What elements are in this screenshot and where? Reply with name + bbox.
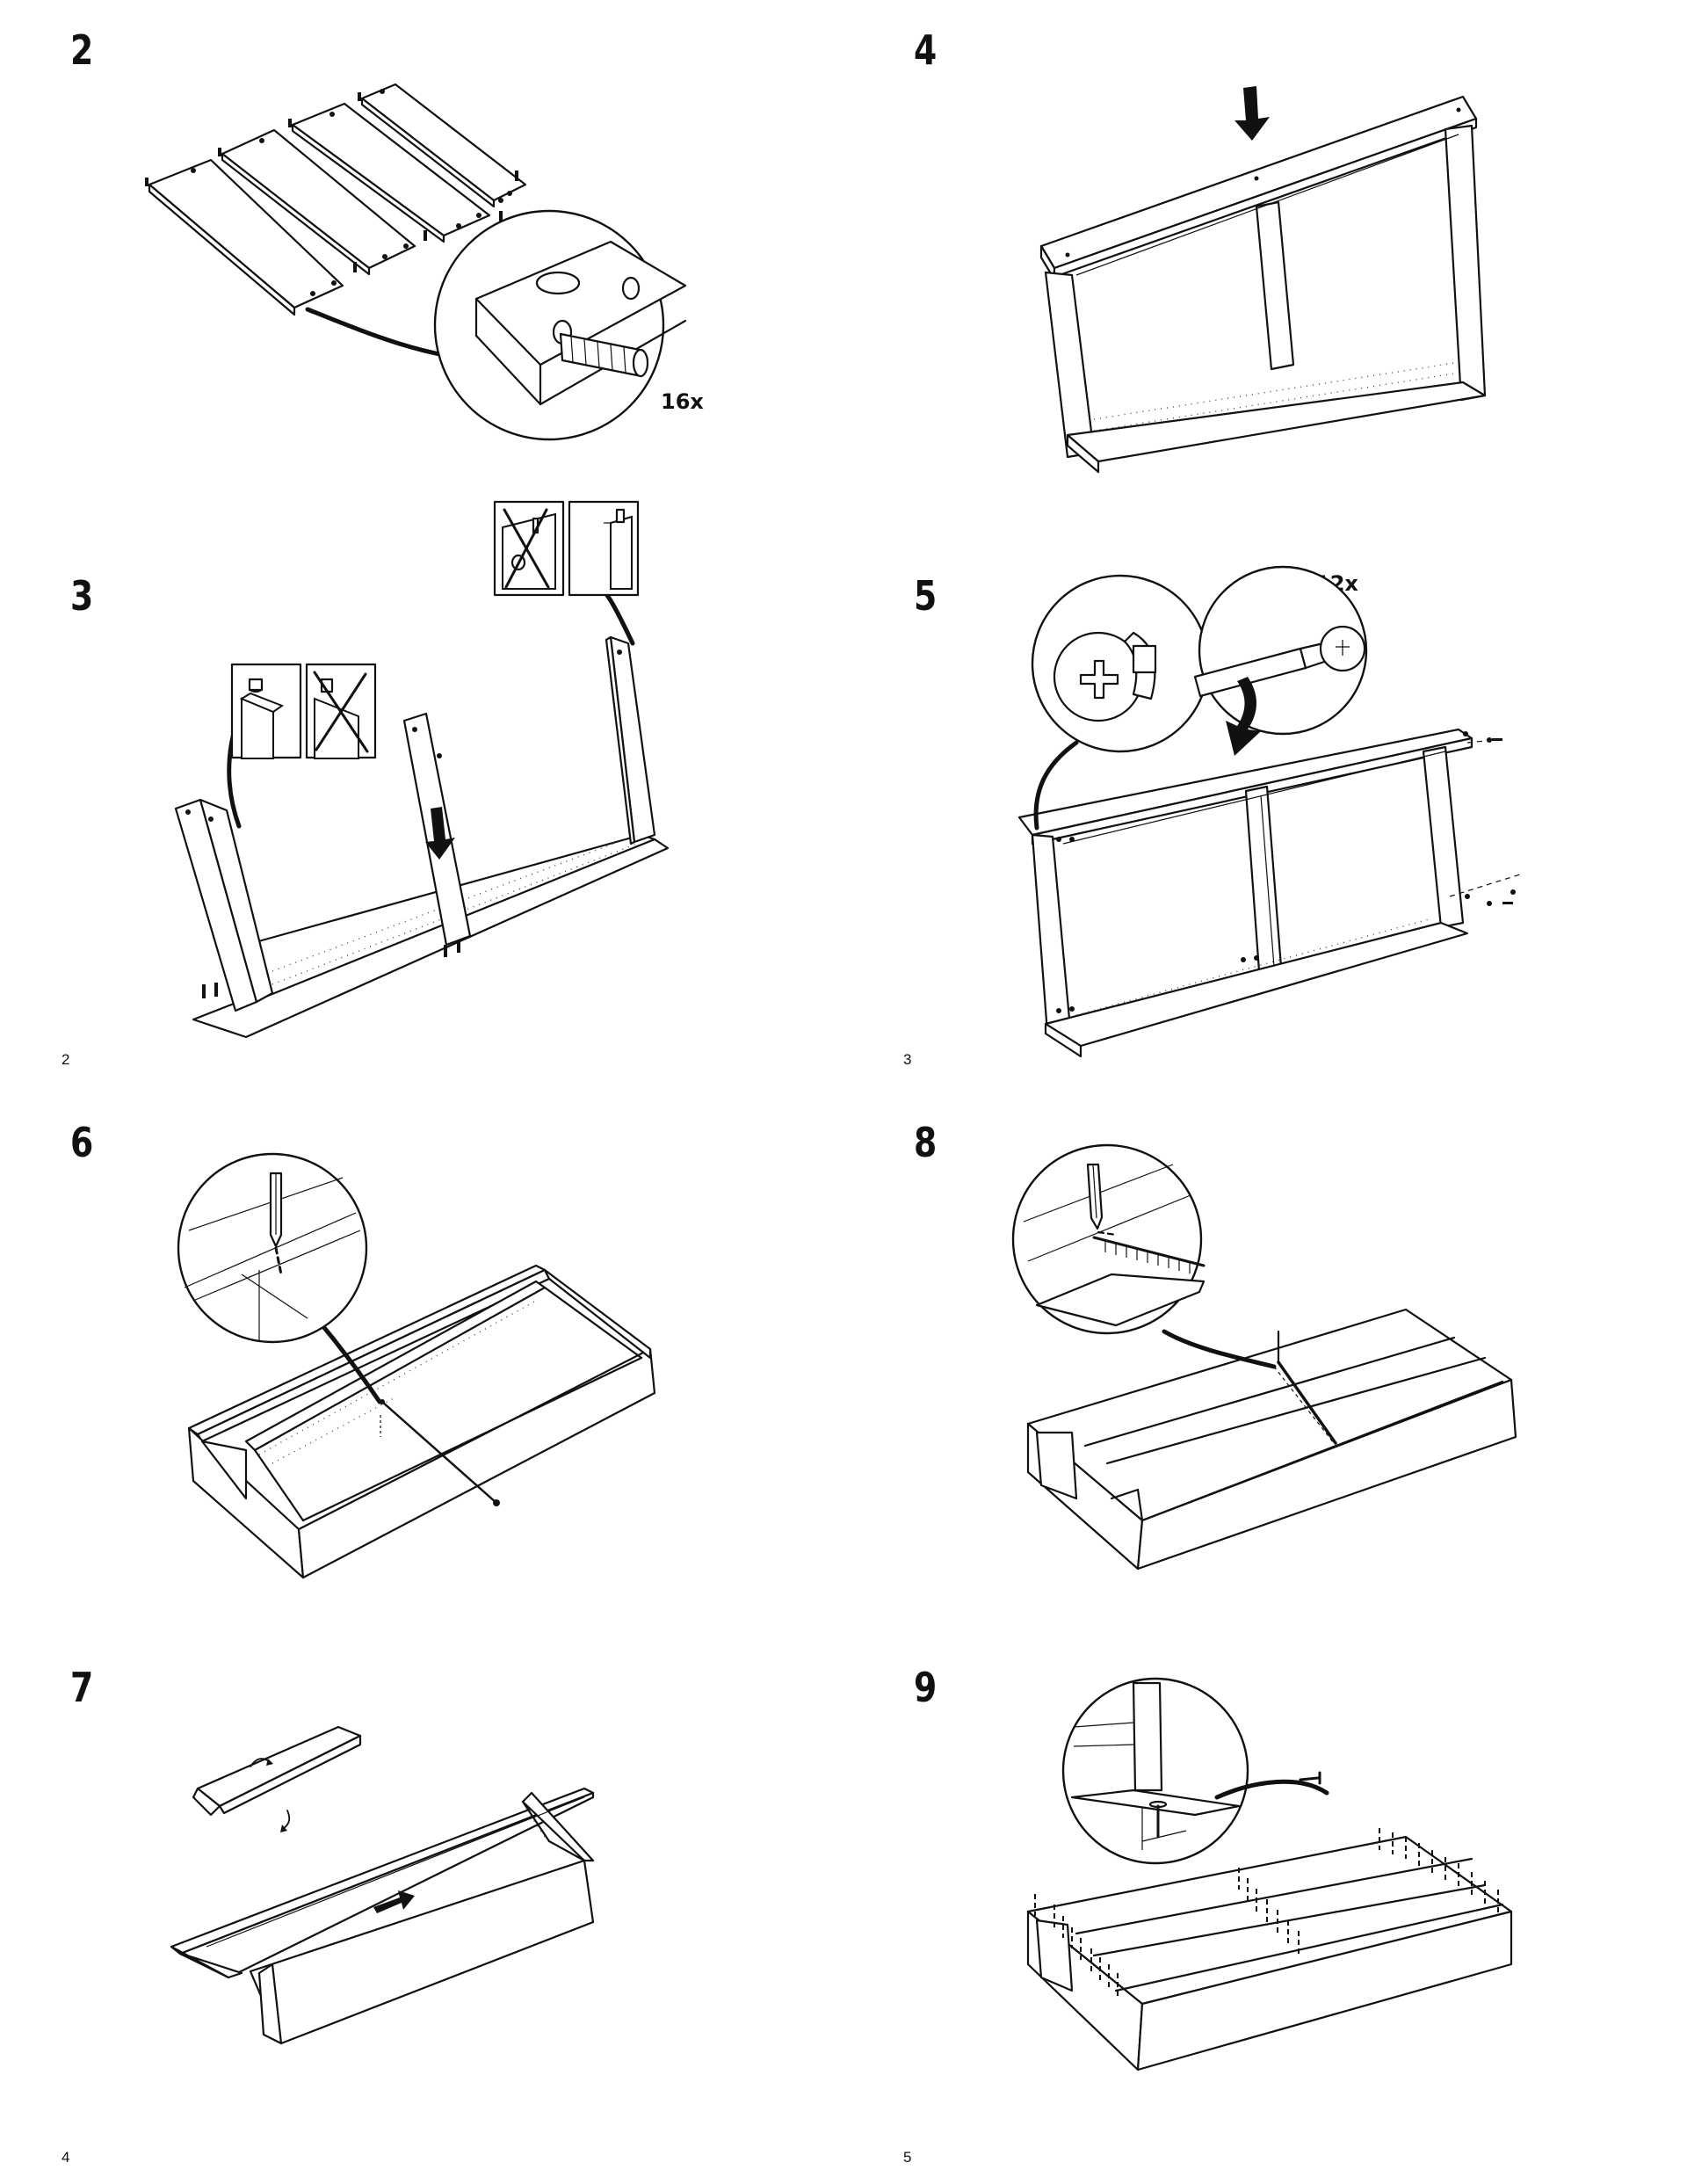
page-number: 2	[62, 1051, 70, 1068]
arrow-right-icon	[373, 1890, 415, 1913]
step-2-illustration	[145, 53, 712, 422]
step-3-wrong-hole-inset	[494, 501, 564, 596]
step-number-3: 3	[70, 572, 94, 620]
page-number: 3	[903, 1051, 912, 1068]
screwdriver-detail-magnifier	[1195, 567, 1366, 756]
step-number-9: 9	[914, 1664, 938, 1711]
step-5-illustration	[1010, 571, 1529, 1055]
step-number-5: 5	[914, 572, 938, 620]
step-number-6: 6	[70, 1119, 94, 1166]
arrow-down-icon	[1234, 86, 1270, 141]
nail-markers	[1035, 1828, 1498, 1998]
nail-detail-magnifier	[1063, 1679, 1248, 1863]
step-6-illustration	[176, 1160, 668, 1591]
pencil-mark-detail-magnifier	[1013, 1145, 1204, 1333]
dowel-icon	[145, 89, 518, 296]
dowel-quantity-label: 16x	[661, 389, 704, 414]
step-9-illustration	[1010, 1674, 1529, 2087]
pencil-icon	[1088, 1165, 1102, 1229]
step-3-correct-hole-inset	[568, 501, 639, 596]
step-number-8: 8	[914, 1119, 938, 1166]
arrow-down-icon	[425, 807, 455, 860]
step-3-illustration	[176, 492, 668, 1046]
page-number: 4	[62, 2149, 70, 2166]
nail-icon	[1300, 1773, 1320, 1783]
screw-markers	[1056, 731, 1516, 1013]
page-number: 5	[903, 2149, 912, 2166]
camlock-detail-magnifier	[1032, 576, 1208, 751]
step-8-illustration	[1010, 1151, 1529, 1591]
dowel-detail-magnifier	[435, 211, 685, 439]
right-side-panel	[606, 637, 655, 844]
cross-out-icon	[315, 672, 367, 751]
cross-out-icon	[504, 510, 548, 587]
step-3-wrong-dowel-inset	[306, 664, 376, 758]
left-side-panel	[176, 800, 272, 1011]
shelf-panels	[149, 84, 525, 315]
step-number-2: 2	[70, 26, 94, 74]
pencil-icon	[271, 1173, 281, 1246]
step-4-illustration	[1041, 86, 1498, 470]
nail-icon	[1150, 1802, 1166, 1837]
frame-sides	[1046, 126, 1485, 457]
step-number-7: 7	[70, 1664, 94, 1711]
rotate-arrow-icon	[1226, 677, 1261, 756]
step-3-correct-dowel-inset	[231, 664, 301, 758]
back-panel-roll	[193, 1727, 360, 1832]
pencil-mark-detail-magnifier	[178, 1154, 366, 1342]
step-number-4: 4	[914, 26, 938, 74]
dowel-icon	[561, 334, 648, 376]
step-7-illustration	[171, 1692, 690, 2061]
